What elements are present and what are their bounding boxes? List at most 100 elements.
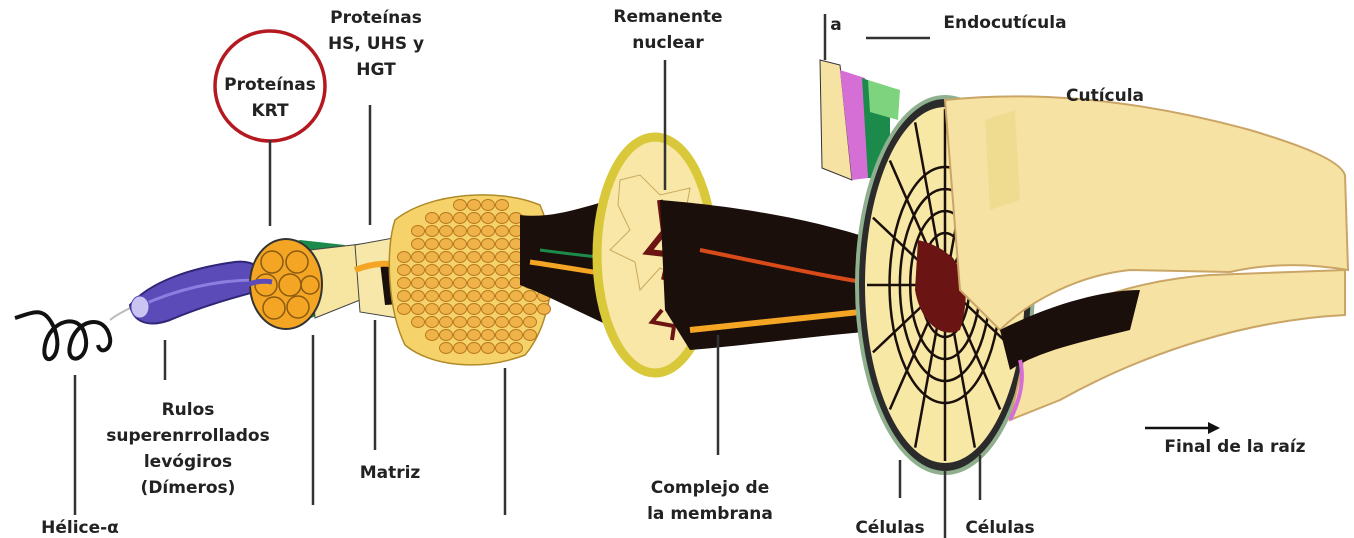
granule <box>482 291 495 302</box>
granule <box>468 226 481 237</box>
label-a-fragment: a <box>826 12 846 38</box>
alpha-helix-coil <box>15 305 135 359</box>
granule <box>454 213 467 224</box>
granule <box>454 343 467 354</box>
granule <box>440 330 453 341</box>
granule <box>496 330 509 341</box>
granule <box>510 304 523 315</box>
granule <box>426 239 439 250</box>
granule <box>440 317 453 328</box>
granule <box>496 317 509 328</box>
label-celulas-1: Células <box>845 515 935 538</box>
label-final-raiz: Final de la raíz <box>1140 434 1330 460</box>
granule <box>496 291 509 302</box>
granule <box>538 304 551 315</box>
granule <box>454 200 467 211</box>
granule <box>496 343 509 354</box>
granule <box>454 265 467 276</box>
granule <box>468 291 481 302</box>
granule <box>524 317 537 328</box>
granule <box>412 291 425 302</box>
right-arrow-icon <box>1145 422 1220 434</box>
granule <box>398 304 411 315</box>
granule <box>482 200 495 211</box>
granule <box>454 278 467 289</box>
granule <box>510 291 523 302</box>
granule <box>426 226 439 237</box>
granule <box>440 265 453 276</box>
granule <box>468 304 481 315</box>
granule <box>524 330 537 341</box>
granule <box>426 213 439 224</box>
label-helice: Hélice-α <box>30 515 130 538</box>
granule <box>482 213 495 224</box>
granule <box>398 265 411 276</box>
granule <box>398 291 411 302</box>
granule <box>482 239 495 250</box>
granule <box>426 291 439 302</box>
granule <box>426 330 439 341</box>
granule <box>412 278 425 289</box>
granule <box>510 317 523 328</box>
granule <box>496 226 509 237</box>
granule <box>412 304 425 315</box>
granule <box>496 213 509 224</box>
granule <box>440 343 453 354</box>
dimer-twist <box>130 262 264 324</box>
granule <box>398 278 411 289</box>
granule <box>482 330 495 341</box>
granule <box>468 265 481 276</box>
granule <box>440 291 453 302</box>
granule <box>440 239 453 250</box>
granule <box>398 252 411 263</box>
granule <box>524 291 537 302</box>
granule <box>454 252 467 263</box>
granule <box>440 278 453 289</box>
granule <box>454 291 467 302</box>
granule <box>482 265 495 276</box>
granule <box>412 252 425 263</box>
granule <box>454 317 467 328</box>
label-celulas-2: Células <box>955 515 1045 538</box>
granule <box>468 330 481 341</box>
granule <box>496 265 509 276</box>
label-endocuticula: Endocutícula <box>930 10 1080 36</box>
granule <box>496 200 509 211</box>
granule <box>468 239 481 250</box>
granule <box>454 330 467 341</box>
granule <box>496 252 509 263</box>
granule <box>482 278 495 289</box>
granule <box>426 265 439 276</box>
granule <box>440 252 453 263</box>
label-cuticula: Cutícula <box>1050 83 1160 109</box>
granule <box>496 239 509 250</box>
label-matriz: Matriz <box>350 460 430 486</box>
granule <box>482 317 495 328</box>
label-complejo-membrana: Complejo de la membrana <box>630 475 790 527</box>
label-rulos: Rulos superenrrollados levógiros (Dímero… <box>88 397 288 501</box>
granule <box>468 252 481 263</box>
granule <box>412 226 425 237</box>
granule <box>482 226 495 237</box>
granule <box>454 304 467 315</box>
granule <box>496 304 509 315</box>
granule <box>510 343 523 354</box>
granule <box>496 278 509 289</box>
granule <box>468 343 481 354</box>
granule <box>412 239 425 250</box>
granule <box>440 226 453 237</box>
granule <box>482 252 495 263</box>
granule <box>524 304 537 315</box>
label-proteinas-hs: Proteínas HS, UHS y HGT <box>316 5 436 83</box>
granule <box>468 213 481 224</box>
granule <box>412 265 425 276</box>
granule <box>454 239 467 250</box>
granule <box>426 252 439 263</box>
label-remanente-nuclear: Remanente nuclear <box>598 4 738 56</box>
granule <box>426 278 439 289</box>
granule <box>440 213 453 224</box>
krt-protein-bundle <box>242 239 370 329</box>
granule <box>454 226 467 237</box>
granule <box>468 278 481 289</box>
